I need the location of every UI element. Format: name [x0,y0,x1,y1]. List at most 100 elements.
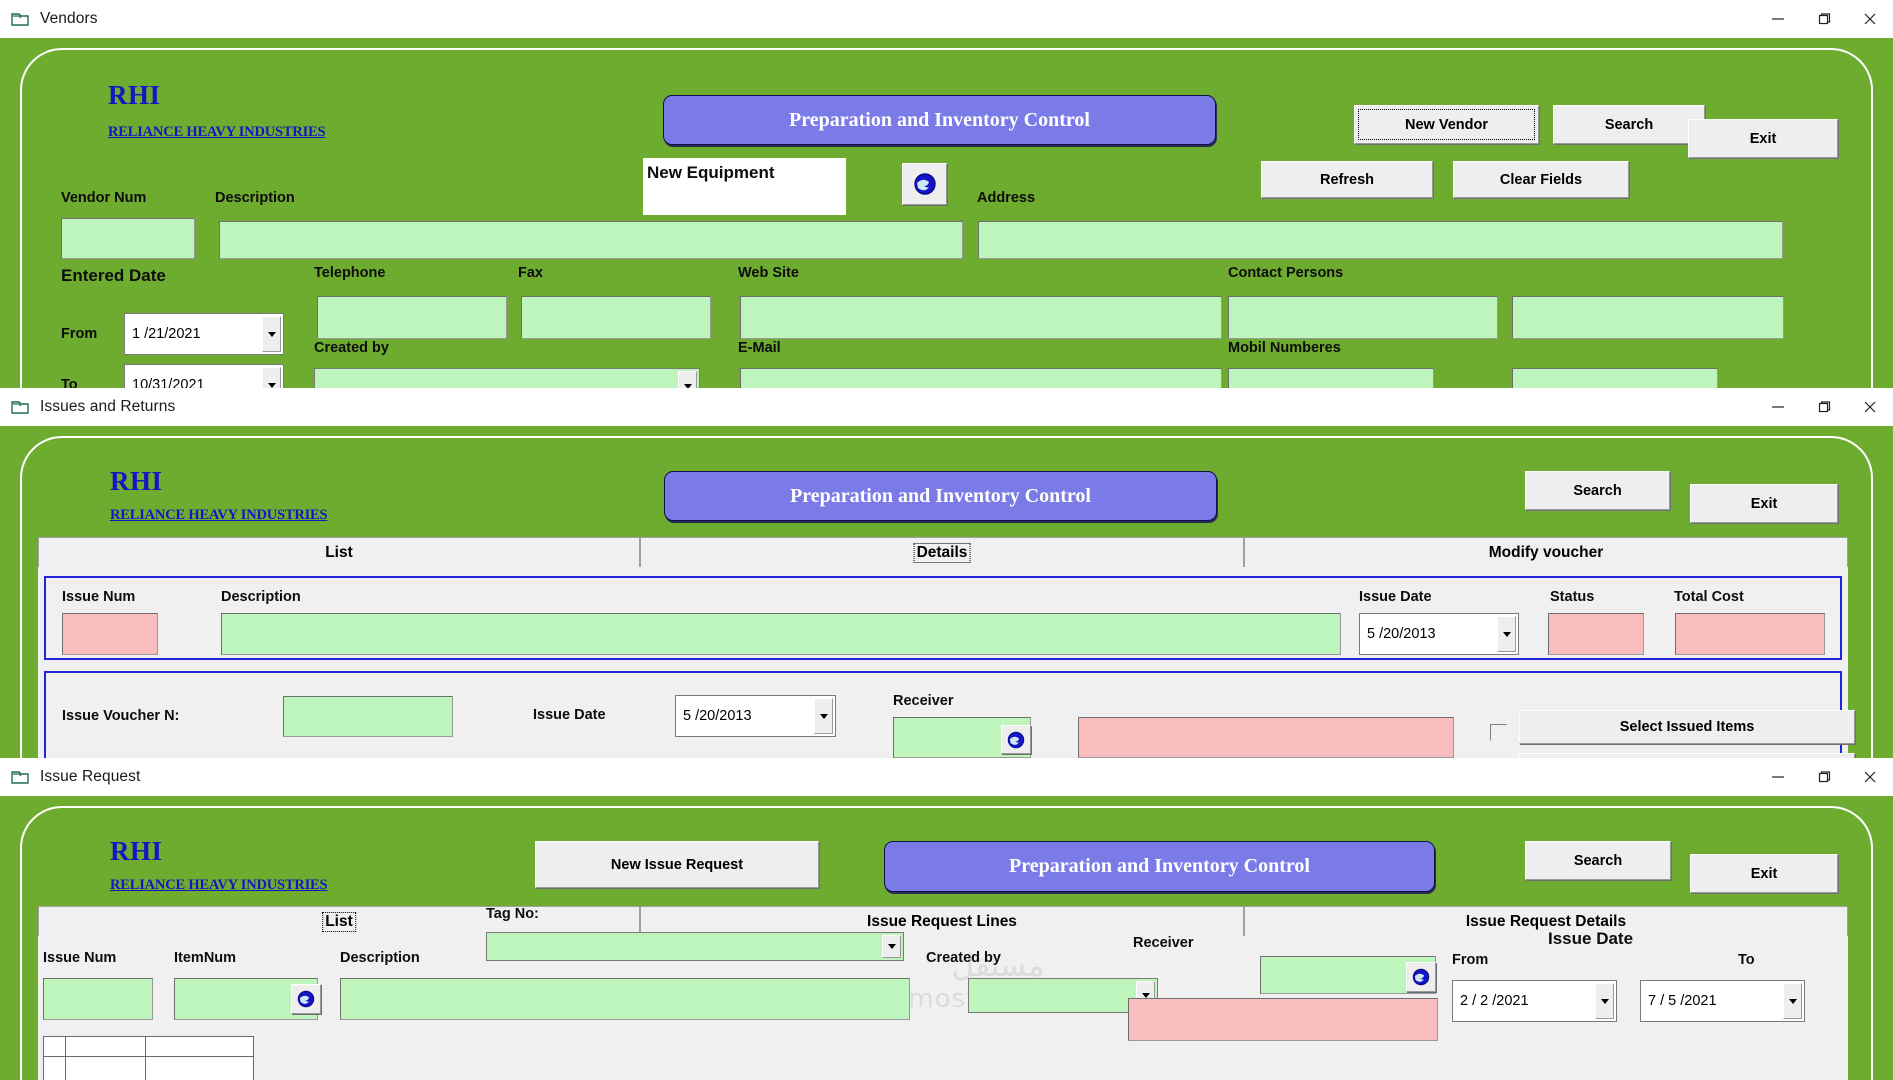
vendor-num-input[interactable] [61,218,195,259]
grid-cell[interactable] [43,1036,66,1057]
issue-date-to-combo[interactable]: 7 / 5 /2021 [1640,980,1805,1022]
chevron-down-icon[interactable] [882,935,901,958]
item-num-lookup-button[interactable] [291,984,321,1014]
window-icon [9,766,31,788]
receiver-lookup-button[interactable] [1406,962,1436,992]
receiver-name-input[interactable] [1078,717,1454,758]
grid-cell[interactable] [43,1056,66,1080]
titlebar-vendors: Vendors [0,0,1893,38]
window-title: Issues and Returns [40,397,176,415]
window-icon [9,396,31,418]
new-vendor-button[interactable]: New Vendor [1354,105,1539,144]
table-row[interactable] [43,1056,254,1080]
telephone-input[interactable] [317,296,507,339]
maximize-icon[interactable] [1801,0,1847,38]
exit-button[interactable]: Exit [1690,854,1838,893]
issue-request-grid[interactable] [43,1036,254,1080]
description-input[interactable] [340,978,910,1020]
issue-date-from-combo[interactable]: 2 / 2 /2021 [1452,980,1617,1022]
created-by-label: Created by [926,950,1001,966]
tab-list-label: List [322,911,356,932]
tab-list[interactable]: List [38,906,640,936]
exit-button[interactable]: Exit [1690,484,1838,523]
titlebar-issues-and-returns: Issues and Returns [0,388,1893,426]
issue-voucher-n-input[interactable] [283,696,453,737]
app-banner: Preparation and Inventory Control [664,471,1217,521]
status-input[interactable] [1548,613,1644,655]
total-cost-input[interactable] [1675,613,1825,655]
description-input[interactable] [221,613,1341,655]
created-by-combo[interactable] [968,978,1158,1013]
receiver-lookup-button[interactable] [1001,725,1031,754]
address-input[interactable] [978,221,1783,259]
brand-logo: RHI [110,836,163,866]
fax-label: Fax [518,265,543,281]
tab-list[interactable]: List [38,537,640,567]
total-cost-label: Total Cost [1674,589,1744,605]
table-row[interactable] [43,1036,254,1057]
grid-cell[interactable] [65,1056,146,1080]
tab-modify-voucher[interactable]: Modify voucher [1244,537,1848,567]
contact-person-2-input[interactable] [1512,296,1784,339]
minimize-icon[interactable] [1755,0,1801,38]
issue-date-2-combo[interactable]: 5 /20/2013 [675,695,836,737]
globe-icon [913,173,936,195]
close-icon[interactable] [1847,758,1893,796]
maximize-icon[interactable] [1801,388,1847,426]
to-label: To [1738,952,1755,968]
web-site-input[interactable] [740,296,1222,339]
new-equipment-lookup-button[interactable] [902,163,947,205]
issue-date-combo[interactable]: 5 /20/2013 [1359,613,1519,655]
clear-fields-button[interactable]: Clear Fields [1453,161,1629,198]
brand-name: RELIANCE HEAVY INDUSTRIES [110,507,328,523]
globe-icon [1007,731,1025,748]
description-input[interactable] [219,221,963,259]
chevron-down-icon[interactable] [1497,616,1516,652]
tab-issue-request-details[interactable]: Issue Request Details [1244,906,1848,936]
select-issued-items-button[interactable]: Select Issued Items [1519,710,1855,744]
globe-icon [297,990,315,1008]
tab-details[interactable]: Details [640,537,1244,567]
chevron-down-icon[interactable] [1783,983,1802,1019]
tab-issue-request-lines[interactable]: Issue Request Lines [640,906,1244,936]
search-button[interactable]: Search [1525,471,1670,510]
contact-persons-label: Contact Persons [1228,265,1344,281]
close-icon[interactable] [1847,388,1893,426]
vendors-form-body: RHI RELIANCE HEAVY INDUSTRIES Preparatio… [0,38,1893,400]
from-label: From [1452,952,1489,968]
tag-no-combo[interactable] [486,932,904,961]
tab-list-label: List [325,543,353,561]
issue-date-2-label: Issue Date [533,707,606,723]
receiver-name-input[interactable] [1128,998,1438,1041]
exit-button[interactable]: Exit [1688,119,1838,158]
grid-cell[interactable] [145,1036,254,1057]
fax-input[interactable] [521,296,711,339]
grid-cell[interactable] [65,1036,146,1057]
window-controls [1755,758,1893,796]
new-issue-request-button[interactable]: New Issue Request [535,841,819,888]
issue-num-input[interactable] [62,613,158,655]
chevron-down-icon[interactable] [262,316,281,352]
issue-num-input[interactable] [43,978,153,1020]
search-button[interactable]: Search [1525,841,1671,880]
tab-issue-request-details-label: Issue Request Details [1465,912,1627,930]
return-checkbox[interactable] [1490,724,1507,741]
entered-date-from-value: 1 /21/2021 [132,326,201,342]
minimize-icon[interactable] [1755,758,1801,796]
chevron-down-icon[interactable] [1595,983,1614,1019]
minimize-icon[interactable] [1755,388,1801,426]
window-issue-request: Issue Request RHI RELIANCE HEAVY INDUSTR… [0,758,1893,1080]
app-banner: Preparation and Inventory Control [884,841,1435,892]
grid-cell[interactable] [145,1056,254,1080]
close-icon[interactable] [1847,0,1893,38]
web-site-label: Web Site [738,265,799,281]
contact-person-1-input[interactable] [1228,296,1498,339]
search-button[interactable]: Search [1553,105,1705,144]
entered-date-from-combo[interactable]: 1 /21/2021 [124,313,284,355]
details-panel: Issue Num Description Issue Date Status … [38,567,1855,773]
chevron-down-icon[interactable] [814,698,833,734]
maximize-icon[interactable] [1801,758,1847,796]
issue-date-2-value: 5 /20/2013 [683,708,752,724]
telephone-label: Telephone [314,265,386,281]
refresh-button[interactable]: Refresh [1261,161,1433,198]
